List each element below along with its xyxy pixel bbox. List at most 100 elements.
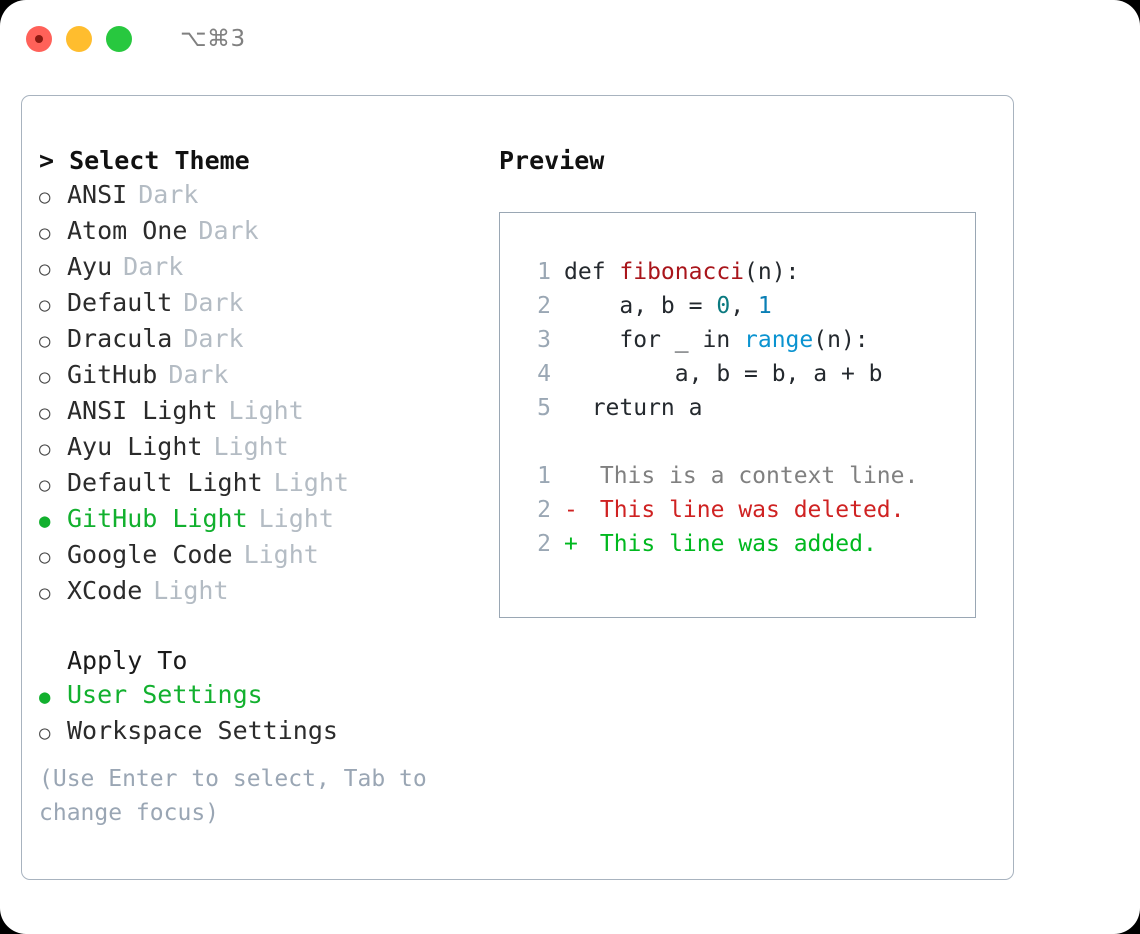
theme-option-github-light[interactable]: ● GitHub Light Light	[39, 502, 499, 538]
apply-to-option-label: Workspace Settings	[67, 716, 338, 745]
diff-marker: -	[564, 497, 578, 523]
theme-option-ayu[interactable]: ○ Ayu Dark	[39, 250, 499, 286]
theme-variant-tag: Light	[213, 432, 289, 461]
apply-to-option-workspace-settings[interactable]: ○ Workspace Settings	[39, 714, 499, 750]
theme-option-label: XCode	[67, 576, 143, 605]
minimize-button[interactable]	[66, 26, 92, 52]
apply-to-header: Apply To	[67, 646, 188, 675]
apply-to-option-user-settings[interactable]: ●User Settings	[39, 678, 499, 714]
diff-line: 1 This is a context line.	[519, 459, 975, 493]
radio-unselected-icon: ○	[39, 366, 51, 388]
theme-variant-tag: Dark	[138, 180, 199, 209]
window-title: ⌥⌘3	[180, 26, 246, 52]
code-token: a, b =	[564, 293, 717, 319]
code-line-text: a, b = 0, 1	[564, 289, 772, 323]
theme-option-ansi-light[interactable]: ○ ANSI Light Light	[39, 394, 499, 430]
code-line-number: 5	[537, 395, 551, 421]
theme-option-label: GitHub Light	[67, 504, 248, 533]
code-line-text: return a	[564, 391, 703, 425]
theme-variant-tag: Dark	[198, 216, 259, 245]
theme-option-label: GitHub	[67, 360, 158, 389]
diff-line: 2- This line was deleted.	[519, 493, 975, 527]
theme-option-label: Google Code	[67, 540, 233, 569]
radio-unselected-icon: ○	[39, 294, 51, 316]
theme-option-label: Atom One	[67, 216, 188, 245]
maximize-button[interactable]	[106, 26, 132, 52]
radio-unselected-icon: ○	[39, 186, 51, 208]
theme-option-atom-one[interactable]: ○ Atom One Dark	[39, 214, 499, 250]
code-line-number: 3	[537, 327, 551, 353]
theme-option-label: Default	[67, 288, 173, 317]
radio-unselected-icon: ○	[39, 474, 51, 496]
title-bar: ⌥⌘3	[0, 0, 1140, 78]
theme-option-label: ANSI Light	[67, 396, 218, 425]
list-spacer	[39, 610, 499, 644]
radio-unselected-icon: ○	[39, 402, 51, 424]
code-line-text: for _ in range(n):	[564, 323, 869, 357]
radio-unselected-icon: ○	[39, 258, 51, 280]
radio-unselected-icon: ○	[39, 722, 51, 744]
select-theme-header: > Select Theme	[39, 146, 250, 175]
code-line-text: def fibonacci(n):	[564, 255, 799, 289]
apply-to-list: ●User Settings ○ Workspace Settings	[39, 678, 499, 750]
radio-unselected-icon: ○	[39, 330, 51, 352]
code-line: 5 return a	[519, 391, 975, 425]
code-token: fibonacci	[619, 259, 745, 285]
code-token: 1	[757, 293, 772, 319]
code-line: 1 def fibonacci(n):	[519, 255, 975, 289]
theme-option-label: ANSI	[67, 180, 128, 209]
theme-variant-tag: Light	[243, 540, 319, 569]
theme-option-dracula[interactable]: ○ Dracula Dark	[39, 322, 499, 358]
code-token: (n):	[744, 259, 800, 285]
code-token: for _ in	[564, 327, 745, 353]
diff-marker: +	[564, 531, 578, 557]
code-token: range	[744, 327, 814, 353]
code-line-text: a, b = b, a + b	[564, 357, 883, 391]
close-button[interactable]	[26, 26, 52, 52]
code-line-number: 1	[537, 259, 551, 285]
diff-marker	[564, 459, 586, 493]
radio-selected-icon: ●	[39, 510, 51, 532]
code-token: (n):	[813, 327, 869, 353]
code-line-number: 2	[537, 293, 551, 319]
theme-variant-tag: Dark	[168, 360, 229, 389]
diff-line-text: This line was deleted.	[586, 497, 905, 523]
code-line: 2 a, b = 0, 1	[519, 289, 975, 323]
keyboard-hint: (Use Enter to select, Tab to change focu…	[39, 766, 427, 826]
code-diff-separator	[519, 425, 975, 459]
radio-unselected-icon: ○	[39, 438, 51, 460]
theme-variant-tag: Dark	[183, 324, 244, 353]
code-token: return a	[564, 395, 703, 421]
theme-option-default-light[interactable]: ○ Default Light Light	[39, 466, 499, 502]
theme-option-label: Default Light	[67, 468, 263, 497]
diff-line-text: This line was added.	[586, 531, 877, 557]
theme-option-ansi[interactable]: ○ ANSI Dark	[39, 178, 499, 214]
theme-option-label: Ayu	[67, 252, 113, 281]
theme-variant-tag: Light	[228, 396, 304, 425]
diff-line-text: This is a context line.	[586, 463, 919, 489]
code-line-number: 4	[537, 361, 551, 387]
code-token: ,	[730, 293, 758, 319]
radio-unselected-icon: ○	[39, 222, 51, 244]
theme-variant-tag: Light	[273, 468, 349, 497]
theme-variant-tag: Dark	[123, 252, 184, 281]
diff-line-number: 2	[537, 531, 551, 557]
code-line: 3 for _ in range(n):	[519, 323, 975, 357]
code-token: a, b = b, a + b	[564, 361, 883, 387]
code-token: 0	[716, 293, 731, 319]
theme-variant-tag: Light	[153, 576, 229, 605]
theme-option-github[interactable]: ○ GitHub Dark	[39, 358, 499, 394]
theme-option-label: Dracula	[67, 324, 173, 353]
preview-title: Preview	[499, 146, 605, 175]
theme-variant-tag: Light	[258, 504, 334, 533]
